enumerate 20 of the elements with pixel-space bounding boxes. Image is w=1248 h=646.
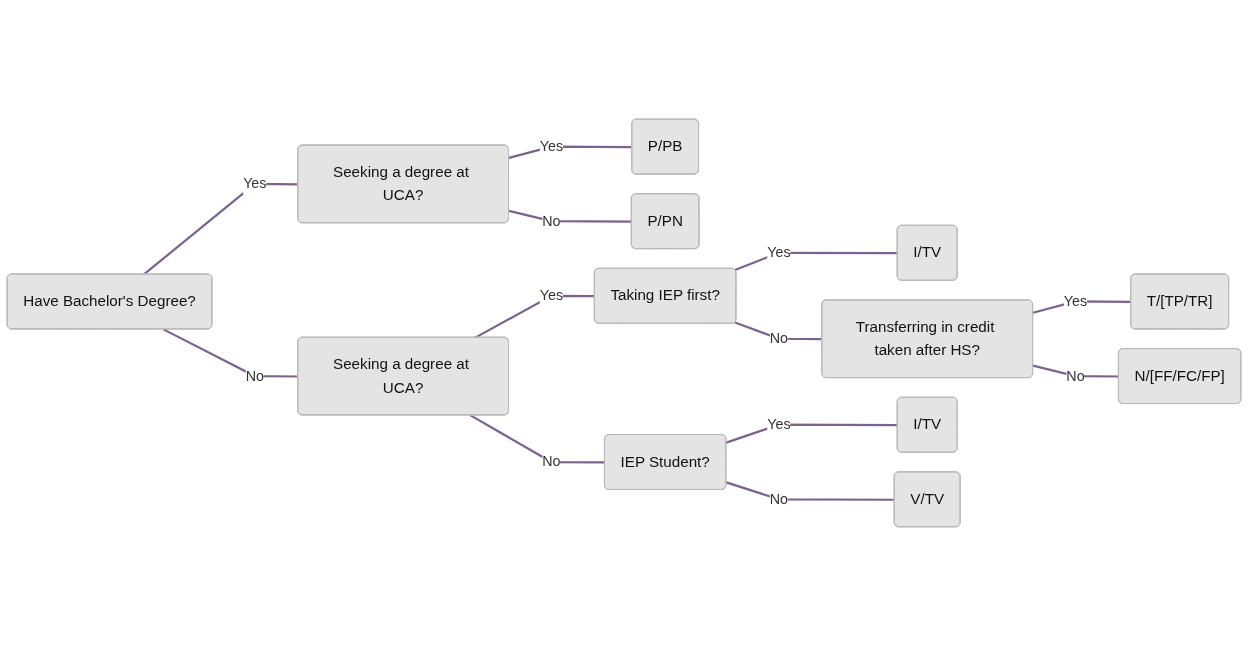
edge-label: Yes [767,244,791,260]
edge-label: No [245,368,264,384]
edge-label: Yes [767,416,791,432]
connector [474,294,595,339]
connector [725,423,898,444]
connector [734,251,898,272]
connector [725,481,895,501]
connector [143,182,299,276]
connector [508,209,632,223]
edge-label: Yes [1063,293,1088,309]
edge-label: No [1066,368,1085,384]
edge-label: Yes [539,287,564,303]
edge-label: No [769,330,789,346]
edge-label: No [542,213,561,229]
edge-label: Yes [243,175,267,192]
edge-label: Yes [539,138,564,154]
edge-label: No [769,491,789,507]
connector [470,414,605,464]
edge-label: No [542,454,561,470]
connector [162,328,299,378]
